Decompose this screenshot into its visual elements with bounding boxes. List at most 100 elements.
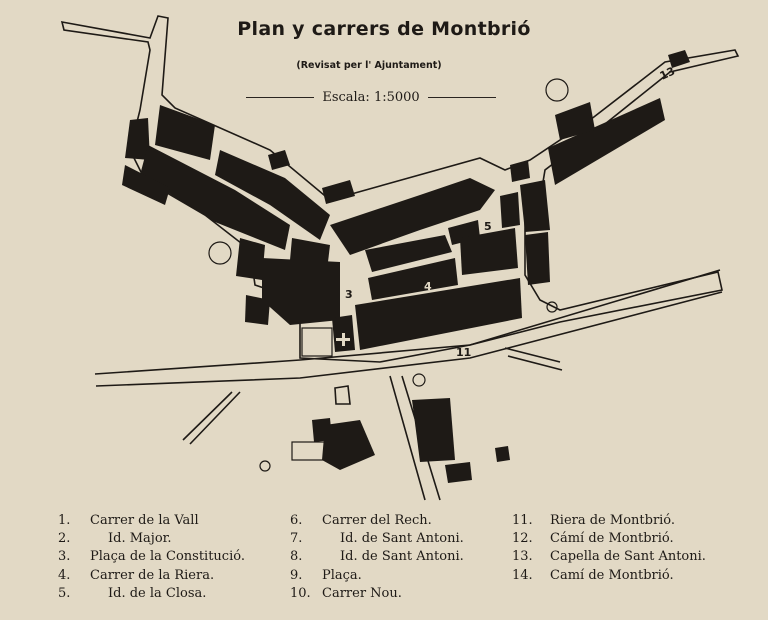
legend-item: 7. Id. de Sant Antoni. bbox=[288, 530, 464, 548]
block bbox=[368, 258, 458, 300]
legend-item: 13. Capella de Sant Antoni. bbox=[510, 548, 706, 566]
block bbox=[548, 98, 665, 185]
plaza-square bbox=[301, 327, 333, 357]
legend-item: 2. Id. Major. bbox=[56, 530, 245, 548]
block bbox=[125, 118, 150, 160]
scale-label: Escala: 1:5000 bbox=[322, 90, 420, 105]
cami-se bbox=[504, 347, 563, 371]
scale-bar: Escala: 1:5000 bbox=[246, 90, 497, 105]
legend-text: Camí de Montbrió. bbox=[550, 567, 674, 583]
legend-item: 11.Riera de Montbrió. bbox=[510, 512, 706, 530]
chapel bbox=[668, 50, 690, 68]
small-round-feature bbox=[546, 301, 558, 313]
legend-number: 2. bbox=[58, 531, 71, 547]
block bbox=[500, 192, 520, 228]
block bbox=[445, 462, 472, 483]
block bbox=[510, 160, 530, 182]
garden-plot bbox=[291, 441, 329, 461]
block bbox=[215, 150, 330, 240]
block bbox=[236, 238, 265, 280]
block bbox=[245, 295, 270, 325]
legend-number: 6. bbox=[290, 513, 303, 528]
legend-text: Plaça. bbox=[322, 567, 362, 583]
round-feature bbox=[545, 78, 569, 102]
cami-sw bbox=[182, 391, 241, 445]
small-round-feature bbox=[412, 373, 426, 387]
map-label-4: 4 bbox=[424, 280, 432, 293]
block bbox=[555, 102, 595, 140]
legend-text: Carrer de la Riera. bbox=[90, 567, 215, 583]
town-outline bbox=[60, 15, 740, 363]
block bbox=[322, 420, 375, 470]
legend-number: 4. bbox=[58, 567, 71, 583]
legend-item: 4. Carrer de la Riera. bbox=[56, 567, 245, 585]
map-label-3: 3 bbox=[345, 288, 353, 301]
legend-number: 9. bbox=[290, 567, 303, 583]
riera-bank-south bbox=[95, 291, 723, 387]
legend-number: 5. bbox=[58, 585, 71, 601]
map-label-5: 5 bbox=[484, 220, 492, 233]
legend-text: Carrer del Rech. bbox=[322, 513, 432, 528]
scale-rule-right bbox=[427, 97, 497, 98]
legend-number: 13. bbox=[512, 549, 533, 565]
block bbox=[460, 228, 518, 275]
block bbox=[412, 398, 455, 462]
block bbox=[155, 105, 215, 160]
legend-number: 14. bbox=[512, 567, 533, 583]
map-number-labels: 3 4 5 11 13 bbox=[345, 64, 677, 359]
legend-item: 8. Id. de Sant Antoni. bbox=[288, 548, 464, 566]
block bbox=[495, 446, 510, 462]
block bbox=[365, 235, 452, 272]
block bbox=[140, 145, 290, 250]
legend-number: 10. bbox=[290, 585, 311, 601]
legend-item: 12. Cámí de Montbrió. bbox=[510, 530, 706, 548]
legend-number: 12. bbox=[512, 531, 533, 547]
legend-number: 8. bbox=[290, 549, 303, 565]
cross-marker bbox=[336, 333, 350, 346]
scale-rule-left bbox=[246, 97, 315, 98]
legend-item: 5. Id. de la Closa. bbox=[56, 585, 245, 603]
legend-text: Carrer Nou. bbox=[322, 585, 402, 601]
building-blocks bbox=[122, 50, 690, 483]
legend-column-1: 1. Carrer de la Vall 2. Id. Major. 3. Plaça… bbox=[56, 512, 245, 603]
legend-item: 3. Plaça de la Constitució. bbox=[56, 548, 245, 566]
legend-text: Plaça de la Constitució. bbox=[90, 549, 245, 565]
street-outlines bbox=[60, 15, 740, 501]
legend-text: Id. de Sant Antoni. bbox=[340, 531, 464, 547]
legend-text: Cámí de Montbrió. bbox=[550, 531, 674, 547]
legend-column-3: 11.Riera de Montbrió. 12. Cámí de Montbri… bbox=[510, 512, 706, 585]
cross-post bbox=[342, 333, 345, 346]
legend-item: 10. Carrer Nou. bbox=[288, 585, 464, 603]
legend-column-2: 6. Carrer del Rech. 7. Id. de Sant Antoni.… bbox=[288, 512, 464, 603]
map-subtitle: (Revisat per l' Ajuntament) bbox=[296, 60, 442, 71]
town-map: 3 4 5 11 13 bbox=[60, 15, 740, 501]
block bbox=[268, 150, 290, 170]
block bbox=[525, 232, 550, 285]
legend-text: Carrer de la Vall bbox=[90, 513, 199, 528]
legend-text: Id. de Sant Antoni. bbox=[340, 549, 464, 565]
map-label-11: 11 bbox=[456, 346, 471, 359]
block bbox=[330, 178, 495, 255]
map-title: Plan y carrers de Montbrió bbox=[237, 18, 531, 40]
legend-number: 1. bbox=[58, 513, 71, 528]
legend-number: 3. bbox=[58, 549, 71, 565]
open-spaces bbox=[208, 78, 569, 472]
block bbox=[520, 180, 550, 232]
legend-text: Riera de Montbrió. bbox=[550, 513, 676, 528]
legend-item: 14. Camí de Montbrió. bbox=[510, 567, 706, 585]
legend-item: 9. Plaça. bbox=[288, 567, 464, 585]
legend-text: Capella de Sant Antoni. bbox=[550, 549, 706, 565]
block bbox=[322, 180, 355, 204]
round-feature bbox=[208, 241, 232, 265]
riera-bank-north bbox=[94, 269, 721, 375]
legend-number: 7. bbox=[290, 531, 303, 547]
block bbox=[122, 165, 170, 205]
legend-text: Id. Major. bbox=[108, 531, 172, 547]
legend-item: 1. Carrer de la Vall bbox=[56, 512, 245, 530]
block bbox=[262, 258, 340, 325]
block bbox=[355, 278, 522, 350]
small-lot bbox=[334, 385, 351, 405]
small-round-feature bbox=[259, 460, 271, 472]
legend-text: Id. de la Closa. bbox=[108, 585, 207, 601]
map-label-13: 13 bbox=[658, 64, 677, 82]
